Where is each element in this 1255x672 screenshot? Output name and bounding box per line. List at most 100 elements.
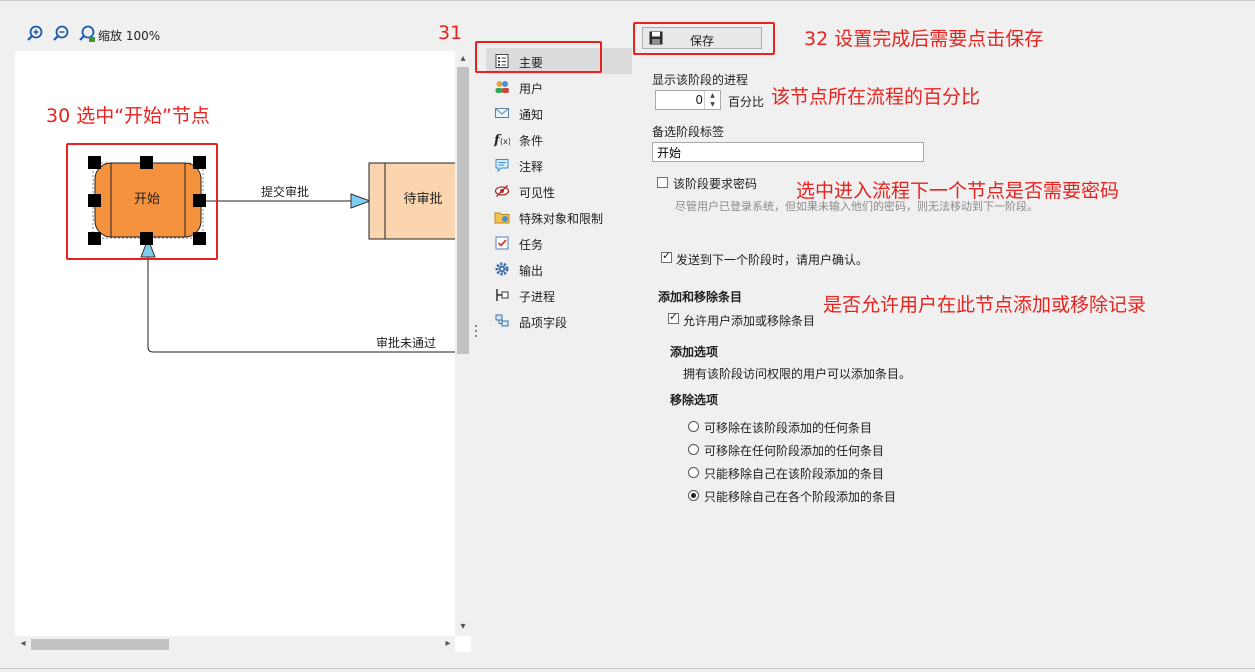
task-icon xyxy=(495,236,509,250)
users-icon xyxy=(495,81,509,93)
annotation-box-main-tab xyxy=(475,41,602,73)
annotation-box-start-node xyxy=(66,143,218,260)
horizontal-scroll-thumb[interactable] xyxy=(31,639,169,650)
remove-option-radio-1[interactable] xyxy=(688,444,699,455)
annotation-add-remove: 是否允许用户在此节点添加或移除记录 xyxy=(823,294,1147,316)
submit-edge-label: 提交审批 xyxy=(261,184,309,199)
scroll-left-icon[interactable]: ◂ xyxy=(20,638,26,649)
scroll-up-icon[interactable]: ▴ xyxy=(460,53,466,64)
remove-option-label: 可移除在任何阶段添加的任何条目 xyxy=(704,444,885,458)
subprocess-icon xyxy=(496,289,509,301)
nav-item-comment[interactable]: 注释 xyxy=(486,152,632,178)
nav-item-special[interactable]: 特殊对象和限制 xyxy=(486,204,632,230)
reject-edge-label: 审批未通过 xyxy=(376,335,436,350)
nav-item-visibility[interactable]: 可见性 xyxy=(486,178,632,204)
nav-item-label: 品项字段 xyxy=(519,316,568,330)
eye-off-icon xyxy=(494,184,510,198)
progress-spinner[interactable]: 0 ▲ ▼ xyxy=(655,90,721,110)
annotation-30: 30 选中“开始”节点 xyxy=(46,105,210,127)
nav-item-label: 用户 xyxy=(519,82,544,96)
bottom-border xyxy=(0,668,1255,669)
add-options-desc: 拥有该阶段访问权限的用户可以添加条目。 xyxy=(683,367,912,381)
fields-icon xyxy=(495,314,509,327)
pending-node-shape[interactable] xyxy=(368,162,455,240)
nav-item-notify[interactable]: 通知 xyxy=(486,100,632,126)
property-nav: 主要 用户 通知 f(x) 条件 注释 可见性 特殊对象和限制 任务 输出 子进… xyxy=(486,48,632,338)
workflow-canvas[interactable]: 开始 待审批 提交审批 审批未通过 xyxy=(15,51,455,636)
annotation-box-save xyxy=(633,22,775,55)
remove-option-label: 只能移除自己在各个阶段添加的条目 xyxy=(704,490,897,504)
vertical-scroll-thumb[interactable] xyxy=(457,67,469,354)
annotation-31: 31 xyxy=(438,22,463,44)
save-button[interactable]: 保存 xyxy=(642,27,762,49)
section-title: 添加和移除条目 xyxy=(658,290,743,304)
spin-down-icon[interactable]: ▼ xyxy=(710,101,715,108)
top-border xyxy=(0,0,1255,1)
nav-item-label: 注释 xyxy=(519,160,544,174)
nav-item-task[interactable]: 任务 xyxy=(486,230,632,256)
annotation-progress: 该节点所在流程的百分比 xyxy=(771,86,981,108)
nav-item-label: 特殊对象和限制 xyxy=(519,212,604,226)
remove-option-label: 只能移除自己在该阶段添加的条目 xyxy=(704,467,885,481)
password-hint: 尽管用户已登录系统，但如果未输入他们的密码，则无法移动到下一阶段。 xyxy=(675,200,1038,213)
pending-node-label: 待审批 xyxy=(403,192,442,207)
scroll-right-icon[interactable]: ▸ xyxy=(445,638,451,649)
password-checkbox[interactable] xyxy=(657,177,668,188)
alt-label: 备选阶段标签 xyxy=(652,125,725,139)
password-label: 该阶段要求密码 xyxy=(673,177,758,191)
progress-value: 0 xyxy=(695,93,703,107)
allow-label: 允许用户添加或移除条目 xyxy=(683,314,816,328)
add-options-title: 添加选项 xyxy=(670,345,719,359)
selection-handles[interactable] xyxy=(88,156,206,245)
nav-item-main[interactable]: 主要 xyxy=(486,48,632,74)
nav-item-label: 输出 xyxy=(519,264,544,278)
alt-label-input[interactable] xyxy=(652,142,924,162)
folder-icon xyxy=(494,212,510,224)
nav-item-output[interactable]: 输出 xyxy=(486,256,632,282)
nav-item-subprocess[interactable]: 子进程 xyxy=(486,282,632,308)
splitter-grip-icon[interactable] xyxy=(474,324,478,338)
function-icon: f(x) xyxy=(494,133,510,147)
nav-item-label: 主要 xyxy=(519,56,544,70)
zoom-fit-icon[interactable] xyxy=(78,25,96,43)
zoom-out-icon[interactable] xyxy=(52,25,70,43)
nav-item-label: 条件 xyxy=(519,134,544,148)
remove-option-radio-2[interactable] xyxy=(688,467,699,478)
spin-up-icon[interactable]: ▲ xyxy=(710,92,715,99)
nav-item-label: 任务 xyxy=(519,238,544,252)
confirm-checkbox[interactable] xyxy=(661,249,672,263)
save-button-label: 保存 xyxy=(689,34,714,48)
save-icon xyxy=(649,31,663,45)
start-node-label: 开始 xyxy=(134,192,160,207)
zoom-in-icon[interactable] xyxy=(26,25,44,43)
allow-checkbox[interactable] xyxy=(668,310,679,324)
reject-edge-arrow xyxy=(140,237,156,258)
submit-edge-arrow xyxy=(350,193,372,209)
scroll-corner xyxy=(455,636,471,652)
confirm-label: 发送到下一个阶段时，请用户确认。 xyxy=(676,253,869,267)
comment-icon xyxy=(495,159,509,173)
annotation-32: 32 设置完成后需要点击保存 xyxy=(804,28,1044,50)
nav-item-condition[interactable]: f(x) 条件 xyxy=(486,126,632,152)
canvas-vertical-scrollbar[interactable]: ▴ ▾ xyxy=(455,51,471,636)
progress-unit: 百分比 xyxy=(728,95,765,109)
progress-label: 显示该阶段的进程 xyxy=(652,73,749,87)
remove-options-title: 移除选项 xyxy=(670,393,719,407)
gear-icon xyxy=(495,262,509,276)
nav-item-label: 可见性 xyxy=(519,186,556,200)
svg-text:f: f xyxy=(494,133,502,147)
remove-option-radio-3[interactable] xyxy=(688,490,699,501)
nav-item-label: 通知 xyxy=(519,108,544,122)
nav-item-label: 子进程 xyxy=(519,290,556,304)
nav-item-fields[interactable]: 品项字段 xyxy=(486,308,632,334)
mail-icon xyxy=(495,108,509,118)
zoom-label: 缩放 100% xyxy=(98,29,161,43)
annotation-password: 选中进入流程下一个节点是否需要密码 xyxy=(796,180,1120,202)
scroll-down-icon[interactable]: ▾ xyxy=(460,621,466,632)
list-icon xyxy=(495,54,509,68)
remove-option-label: 可移除在该阶段添加的任何条目 xyxy=(704,421,873,435)
reject-edge-line[interactable] xyxy=(147,257,455,353)
nav-item-users[interactable]: 用户 xyxy=(486,74,632,100)
canvas-horizontal-scrollbar[interactable]: ◂ ▸ xyxy=(15,636,471,652)
remove-option-radio-0[interactable] xyxy=(688,421,699,432)
